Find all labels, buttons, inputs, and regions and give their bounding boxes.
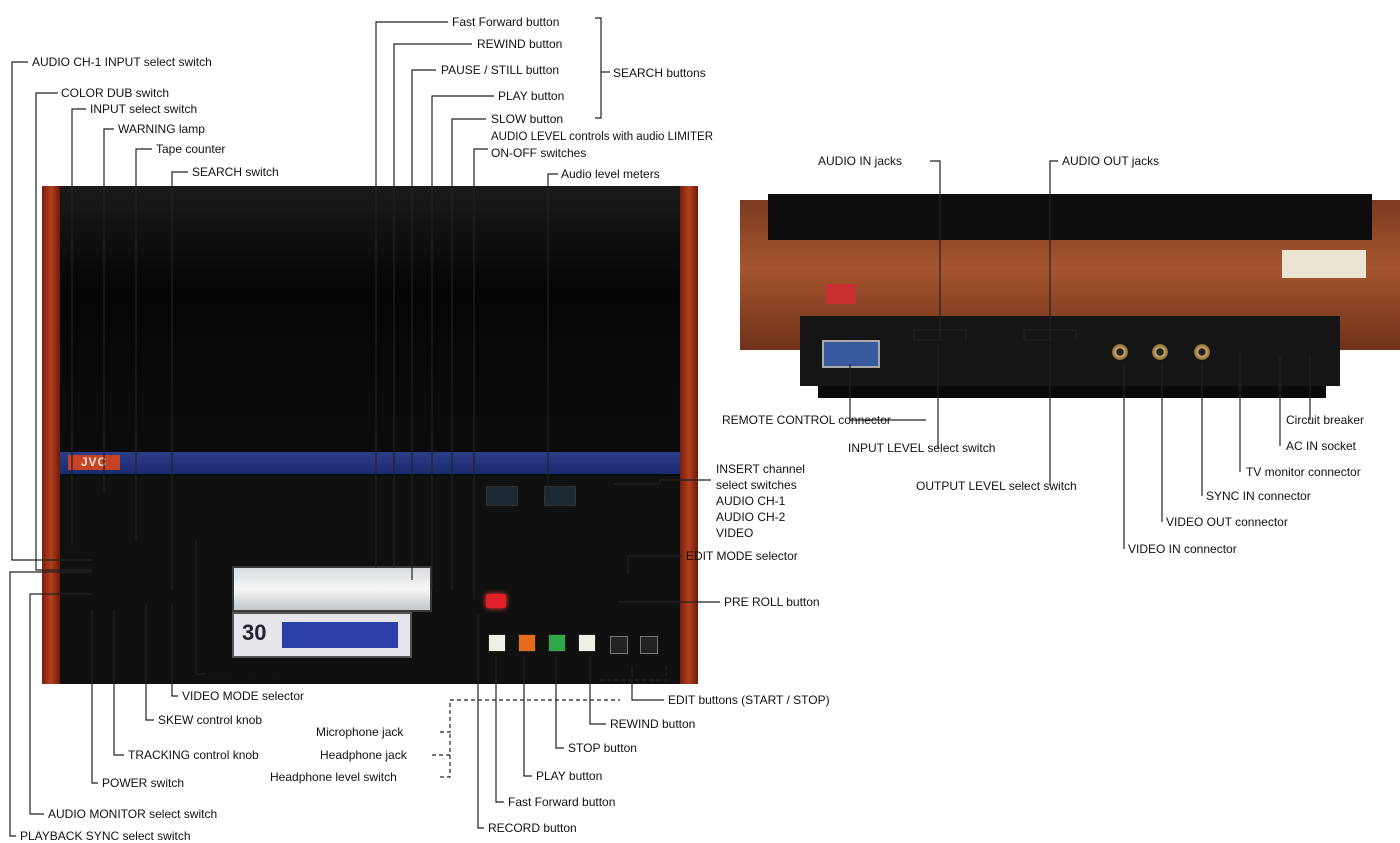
label-sync-in: SYNC IN connector (1206, 489, 1311, 503)
label-fast-forward-lower: Fast Forward button (508, 795, 616, 809)
edit-stop-key[interactable] (640, 636, 658, 654)
rear-connector-panel (800, 316, 1340, 386)
label-rewind-button: REWIND button (477, 37, 563, 51)
label-eject-lever: EJECT lever (210, 667, 278, 681)
label-stop-button: STOP button (568, 741, 637, 755)
label-headphone-jack: Headphone jack (320, 748, 407, 762)
label-ac-in: AC IN socket (1286, 439, 1357, 453)
audio-meter-2 (544, 486, 576, 506)
brand-strip: JVC (60, 452, 680, 474)
wood-side-left (42, 186, 60, 684)
rating-plate (1282, 250, 1366, 278)
label-play-button: PLAY button (498, 89, 565, 103)
record-indicator (486, 594, 506, 608)
play-key[interactable] (518, 634, 536, 652)
label-play-button-lower: PLAY button (536, 769, 603, 783)
rear-base (818, 386, 1326, 398)
label-audio-ch2: AUDIO CH-2 (716, 510, 786, 524)
label-tracking-knob: TRACKING control knob (128, 748, 259, 762)
label-audio-monitor: AUDIO MONITOR select switch (48, 807, 218, 821)
brand-badge: JVC (68, 455, 120, 470)
label-color-dub: COLOR DUB switch (61, 86, 170, 100)
cassette-slot[interactable] (232, 566, 432, 612)
label-on-off-switches: ON-OFF switches (491, 146, 587, 160)
label-skew-knob: SKEW control knob (158, 713, 263, 727)
label-input-level: INPUT LEVEL select switch (848, 441, 996, 455)
remote-control-socket[interactable] (822, 340, 880, 368)
edit-start-key[interactable] (610, 636, 628, 654)
label-edit-buttons: EDIT buttons (START / STOP) (668, 693, 830, 707)
label-microphone-jack: Microphone jack (316, 725, 404, 739)
label-record-button: RECORD button (488, 821, 577, 835)
label-audio-out-jacks: AUDIO OUT jacks (1062, 154, 1160, 168)
stop-key[interactable] (548, 634, 566, 652)
fast-forward-key[interactable] (488, 634, 506, 652)
label-search-switch: SEARCH switch (192, 165, 279, 179)
label-search-buttons: SEARCH buttons (613, 66, 706, 80)
label-audio-ch1: AUDIO CH-1 (716, 494, 786, 508)
label-circuit-breaker: Circuit breaker (1286, 413, 1365, 427)
cassette-number: 30 (242, 620, 267, 645)
label-playback-sync: PLAYBACK SYNC select switch (20, 829, 191, 843)
video-in-jack[interactable] (1112, 344, 1128, 360)
label-audio-ch1-input: AUDIO CH-1 INPUT select switch (32, 55, 212, 69)
label-audio-level-meters: Audio level meters (561, 167, 660, 181)
cassette-label (282, 622, 398, 648)
label-tape-counter: Tape counter (156, 142, 226, 156)
rewind-key[interactable] (578, 634, 596, 652)
label-rewind-button-lower: REWIND button (610, 717, 696, 731)
label-video-in: VIDEO IN connector (1128, 542, 1237, 556)
label-warning-lamp: WARNING lamp (118, 122, 205, 136)
label-output-level: OUTPUT LEVEL select switch (916, 479, 1077, 493)
label-audio-in-jacks: AUDIO IN jacks (818, 154, 903, 168)
audio-meter-1 (486, 486, 518, 506)
label-insert-channel-1: INSERT channel (716, 462, 805, 476)
label-video-mode-selector: VIDEO MODE selector (182, 689, 305, 703)
label-insert-channel-2: select switches (716, 478, 797, 492)
video-out-jack[interactable] (1152, 344, 1168, 360)
label-pre-roll-button: PRE ROLL button (724, 595, 820, 609)
label-video-out: VIDEO OUT connector (1166, 515, 1288, 529)
label-tv-monitor: TV monitor connector (1246, 465, 1361, 479)
deck-top-lid (60, 186, 680, 448)
label-video: VIDEO (716, 526, 754, 540)
approval-sticker (826, 284, 856, 304)
label-fast-forward-button: Fast Forward button (452, 15, 560, 29)
label-headphone-level: Headphone level switch (270, 770, 397, 784)
label-pause-still-button: PAUSE / STILL button (441, 63, 560, 77)
label-slow-button: SLOW button (491, 112, 564, 126)
cassette-window: 30 (232, 612, 412, 658)
rear-top-lid (768, 194, 1372, 240)
wood-side-right (680, 186, 698, 684)
label-audio-level-controls: AUDIO LEVEL controls with audio LIMITER (491, 131, 713, 143)
label-input-select: INPUT select switch (90, 102, 198, 116)
label-power-switch: POWER switch (102, 776, 185, 790)
label-edit-mode-selector: EDIT MODE selector (686, 549, 798, 563)
sync-in-jack[interactable] (1194, 344, 1210, 360)
label-remote-control: REMOTE CONTROL connector (722, 413, 891, 427)
